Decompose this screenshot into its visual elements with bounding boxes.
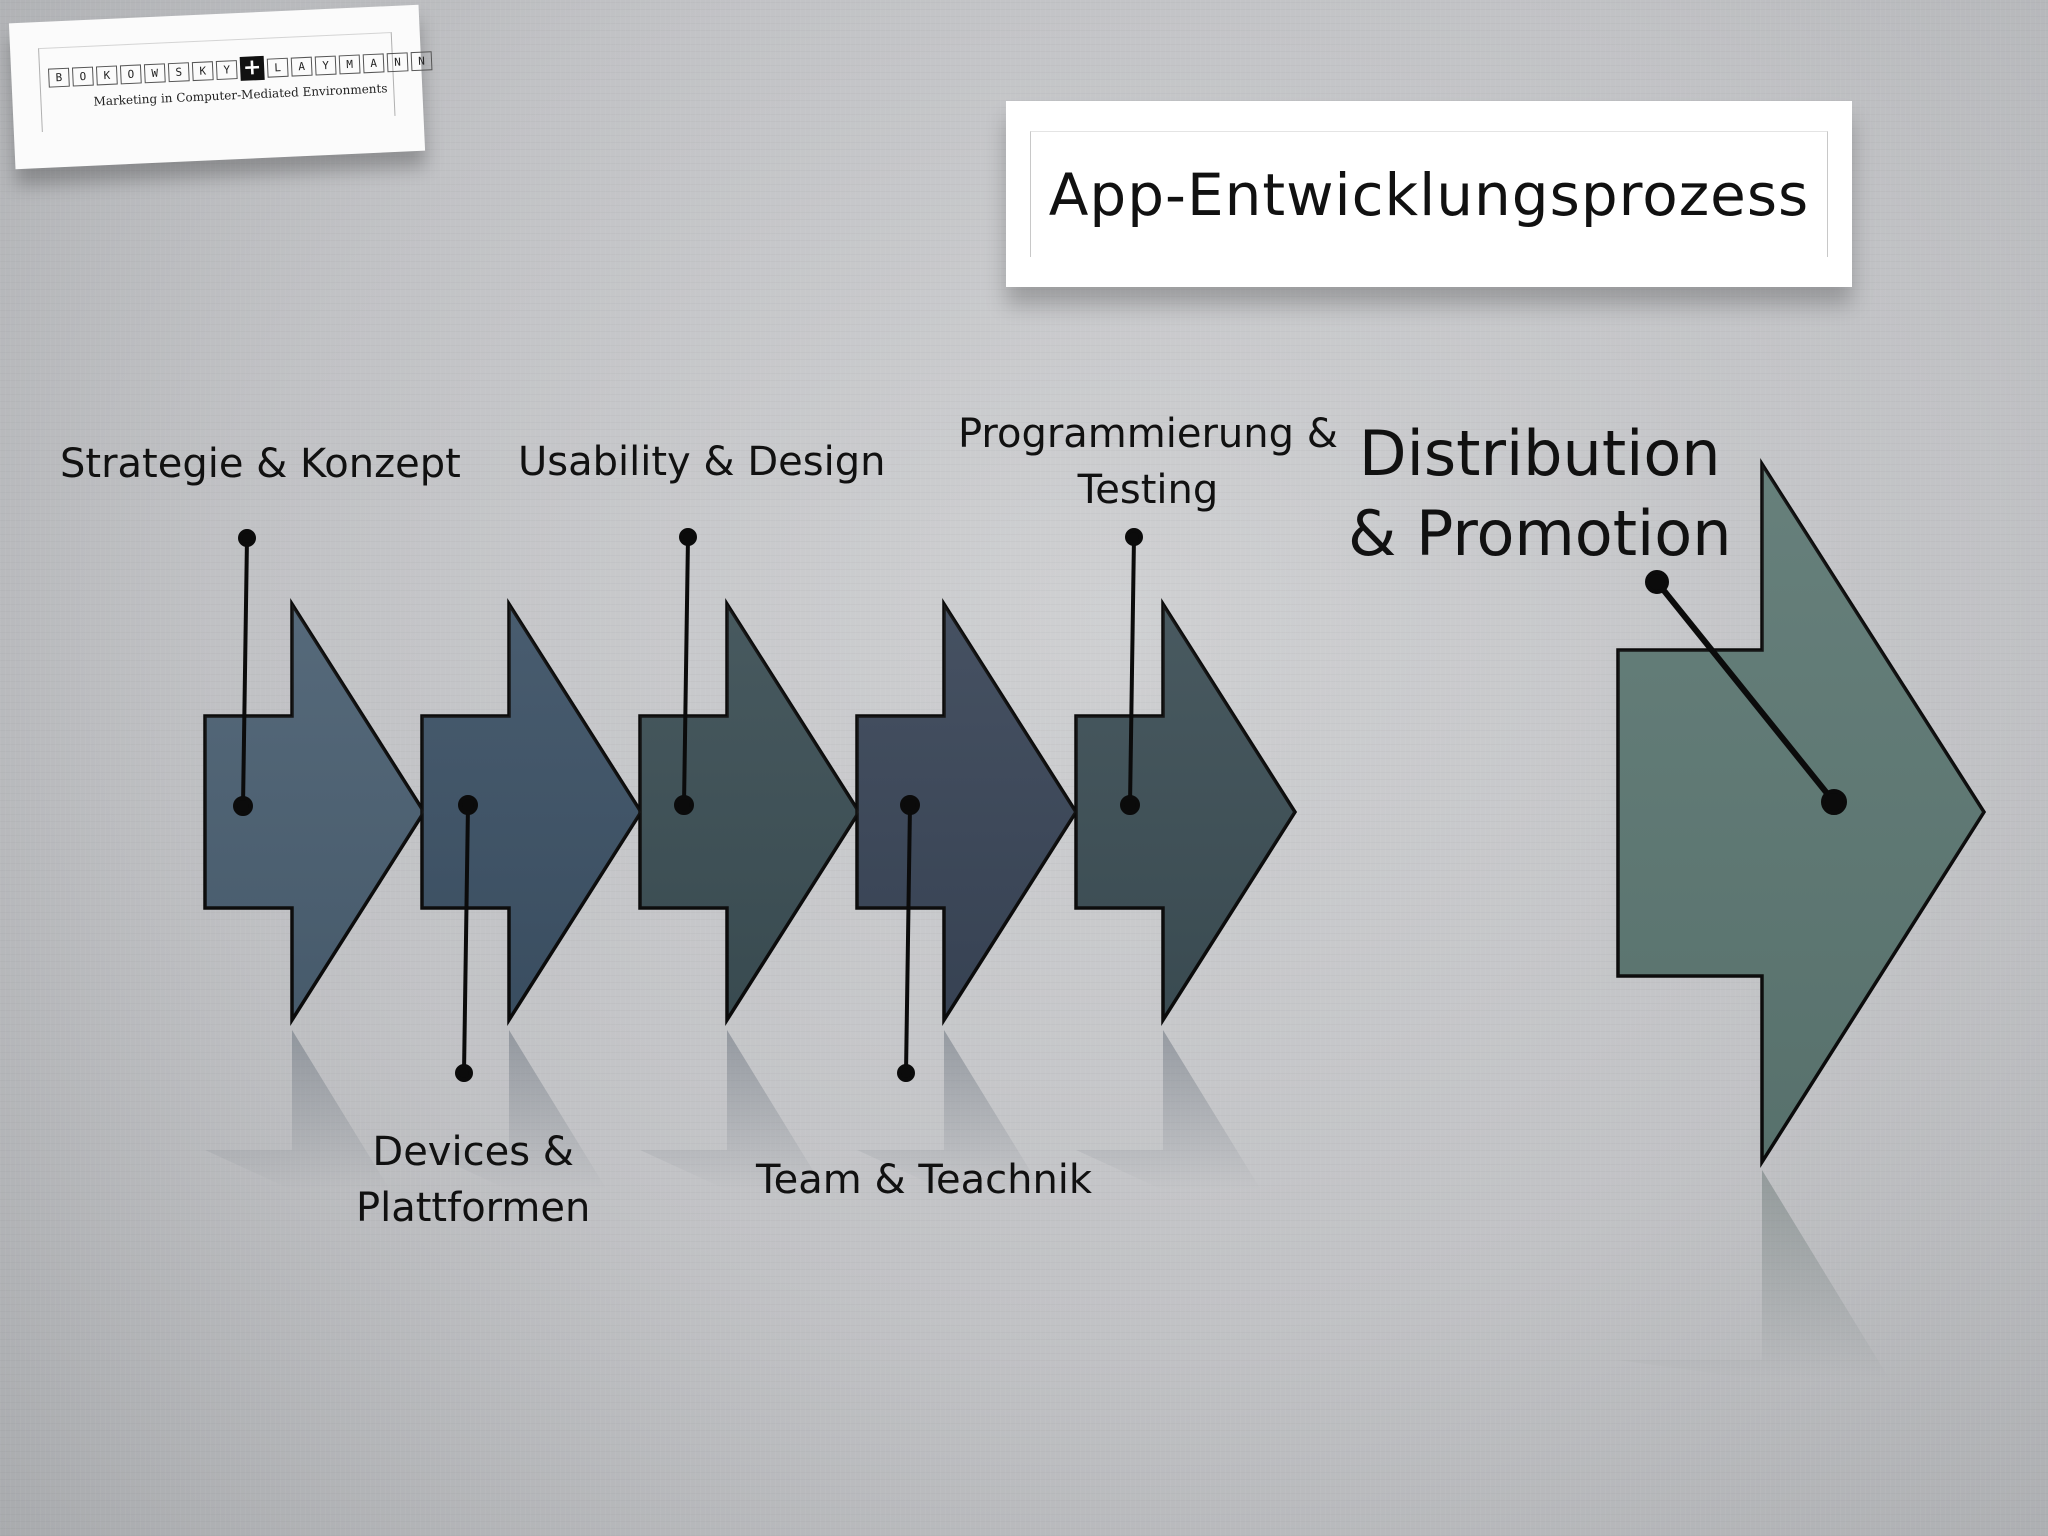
step-label-strategie: Strategie & Konzept — [60, 441, 461, 487]
connector-dot — [1125, 528, 1143, 546]
arrow-reflection — [640, 1030, 825, 1190]
title-card: App-Entwicklungsprozess — [1006, 101, 1852, 287]
arrow-shine — [422, 604, 641, 1020]
title-frame: App-Entwicklungsprozess — [1030, 131, 1828, 257]
connector-dot — [1645, 570, 1669, 594]
connector-dot — [458, 795, 478, 815]
connector-dot — [674, 795, 694, 815]
connector-dot — [900, 795, 920, 815]
arrow-reflection — [857, 1030, 1042, 1190]
connector-dot — [897, 1064, 915, 1082]
step-label-programmierung: Programmierung & Testing — [958, 411, 1338, 513]
arrow-shine — [1618, 464, 1984, 1162]
connector-line-usability — [682, 536, 690, 806]
connector-dot — [1821, 789, 1847, 815]
connector-dot — [455, 1064, 473, 1082]
arrow-reflection — [205, 1030, 390, 1190]
step-label-distribution: Distribution & Promotion — [1348, 417, 1732, 570]
step-label-devices: Devices & Plattformen — [356, 1129, 591, 1231]
arrow-shine — [1076, 604, 1295, 1020]
connector-dot — [233, 796, 253, 816]
connector-line-distribution — [1654, 580, 1837, 804]
arrow-reflection — [422, 1030, 607, 1190]
arrow-shine — [205, 604, 424, 1020]
connector-line-strategie — [241, 537, 249, 807]
arrow-reflections — [205, 1030, 1890, 1380]
connector-line-team — [904, 804, 912, 1074]
connector-dot — [679, 528, 697, 546]
arrow-shine — [857, 604, 1076, 1020]
connector-dot — [238, 529, 256, 547]
connector-dot — [1120, 795, 1140, 815]
arrow-reflection — [1076, 1030, 1261, 1190]
arrow-shine — [640, 604, 859, 1020]
step-label-team: Team & Teachnik — [756, 1157, 1093, 1203]
connector-line-programmierung — [1128, 536, 1136, 806]
connector-line-devices — [462, 804, 470, 1074]
arrow-reflection — [1618, 1170, 1890, 1380]
step-label-usability: Usability & Design — [518, 439, 886, 485]
page-title: App-Entwicklungsprozess — [1048, 160, 1810, 229]
